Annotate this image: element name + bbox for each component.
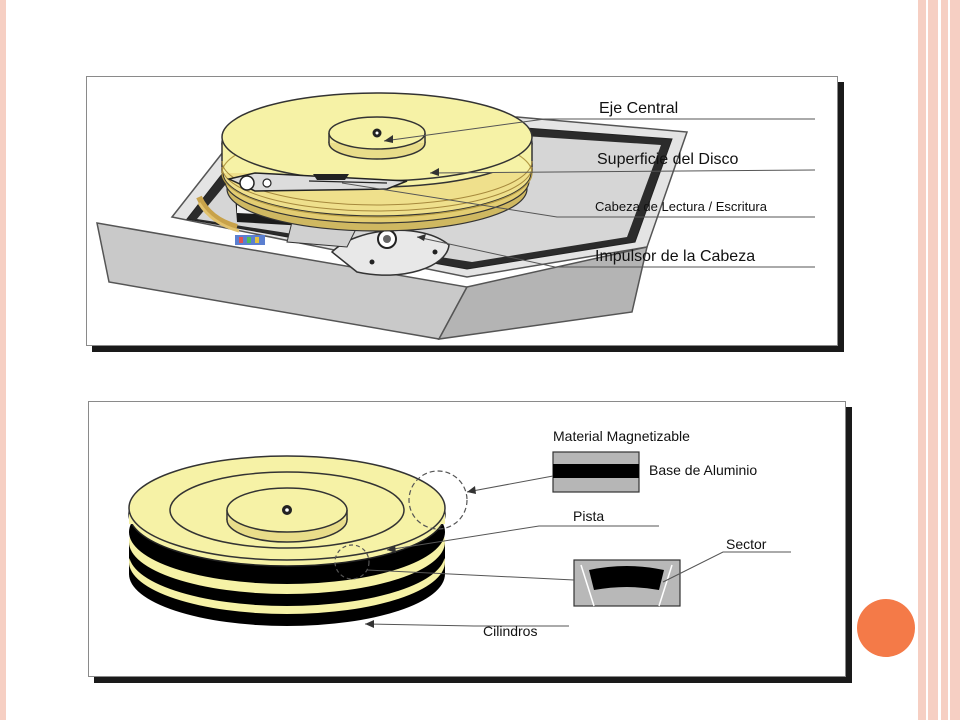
platter-leader-lines [364, 475, 791, 628]
platter-stack [221, 92, 533, 232]
sector-detail [573, 559, 681, 607]
track-ring [169, 471, 405, 549]
label-eje-central: Eje Central [599, 100, 678, 117]
label-sector: Sector [726, 536, 767, 552]
label-superficie-disco: Superficie del Disco [597, 151, 739, 168]
hard-drive-illustration: Eje Central Superficie del Disco Cabeza … [96, 92, 816, 340]
drive-case-side [437, 246, 648, 340]
left-edge-band [0, 0, 6, 720]
label-cabeza-lectura-escritura: Cabeza de Lectura / Escritura [595, 199, 768, 214]
leader-lines [341, 118, 816, 268]
label-impulsor-cabeza: Impulsor de la Cabeza [595, 248, 755, 265]
material-cross-section [552, 451, 640, 493]
flex-cable [196, 195, 265, 245]
right-edge-band-line-2 [938, 0, 941, 720]
decorative-orange-circle [857, 599, 915, 657]
label-cilindros: Cilindros [483, 623, 537, 639]
platter-cylinder-stack [128, 455, 446, 626]
read-write-head [313, 174, 349, 180]
actuator-magnet [330, 229, 450, 276]
label-pista: Pista [573, 508, 604, 524]
platter-illustration: Material Magnetizable Base de Aluminio P… [128, 428, 791, 639]
label-material-magnetizable: Material Magnetizable [553, 428, 690, 444]
platter-panel: Material Magnetizable Base de Aluminio P… [88, 401, 846, 677]
hard-drive-panel: Eje Central Superficie del Disco Cabeza … [86, 76, 838, 346]
label-base-aluminio: Base de Aluminio [649, 462, 757, 478]
dashed-circle-material [408, 470, 468, 530]
dashed-circle-sector [334, 544, 370, 580]
right-edge-band-line-1 [926, 0, 928, 720]
right-edge-band-line-3 [948, 0, 950, 720]
